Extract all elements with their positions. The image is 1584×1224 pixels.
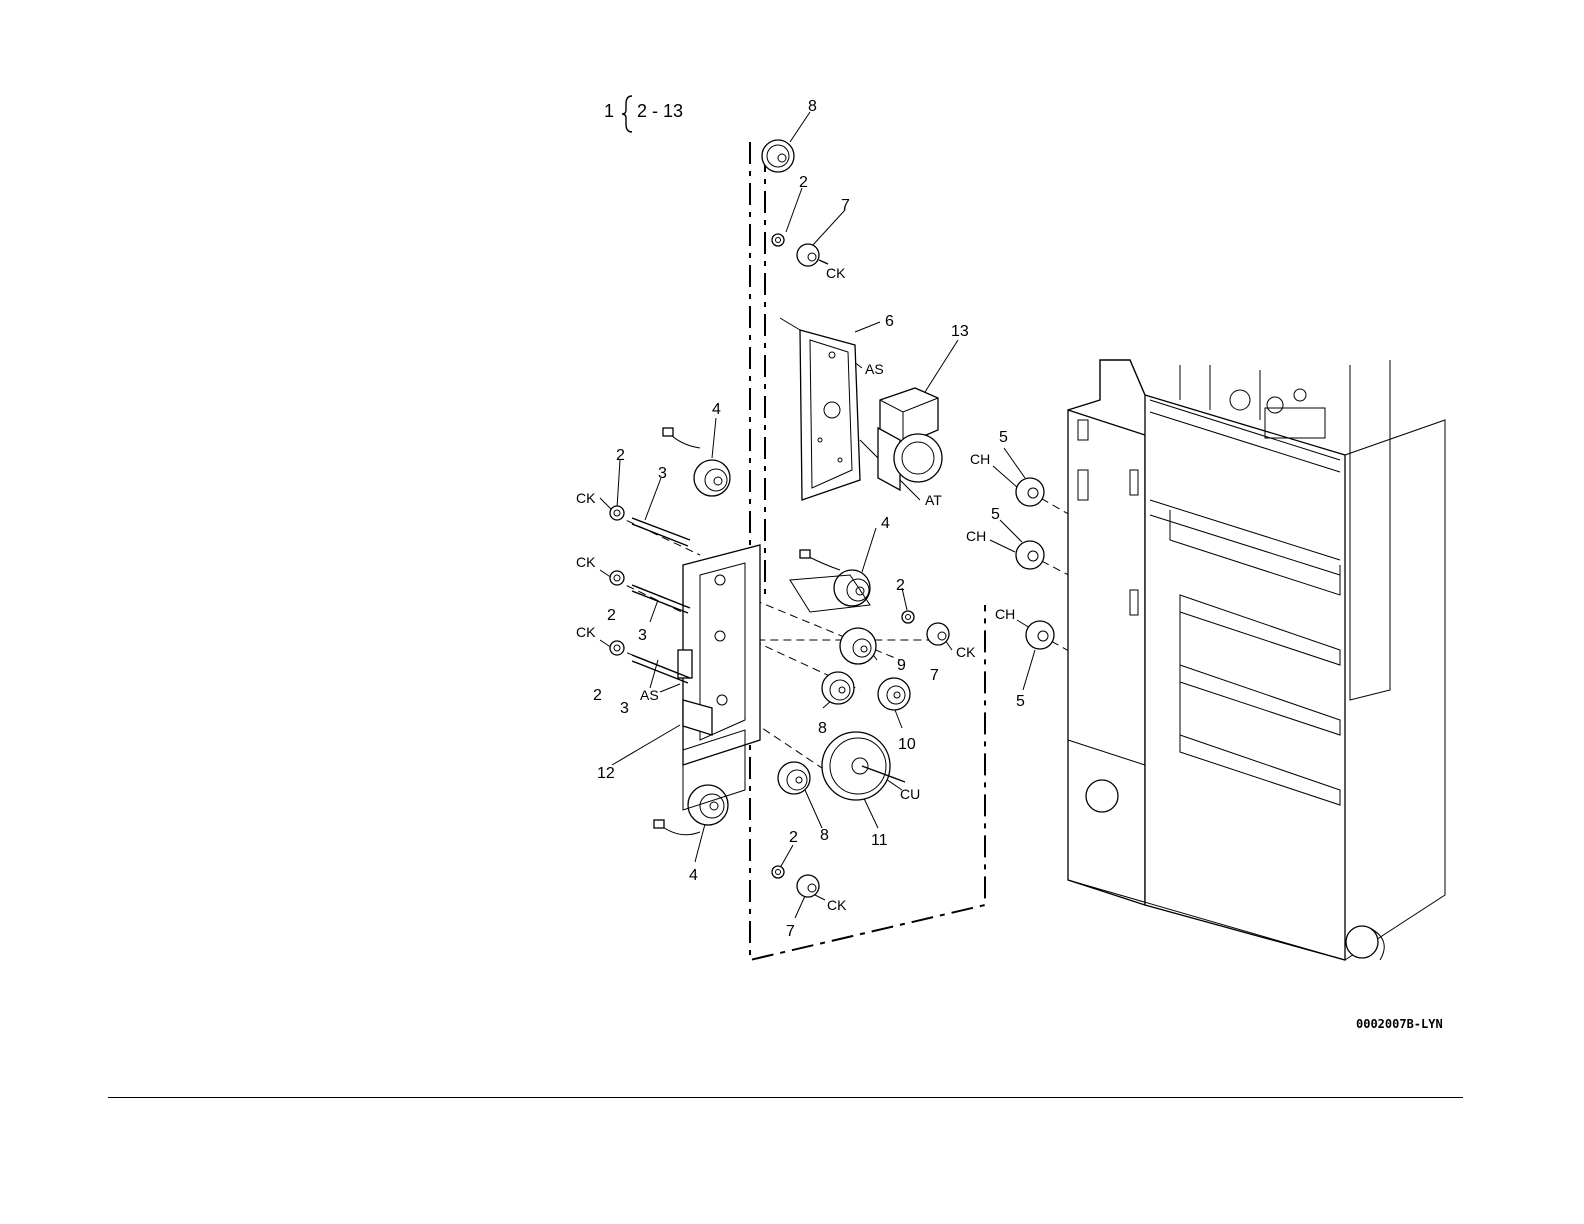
gear-7-mid xyxy=(927,623,949,645)
callout-2-top: 2 xyxy=(799,174,808,191)
callout-8-top: 8 xyxy=(808,98,817,115)
callout-12: 12 xyxy=(597,765,615,782)
callout-3-l2: 3 xyxy=(638,627,647,644)
callout-ck-mid: CK xyxy=(956,644,976,660)
clutch-4-mid xyxy=(790,550,870,612)
callout-2-mid: 2 xyxy=(896,577,905,594)
gear-7-bottom xyxy=(797,875,819,897)
callout-ck-l1: CK xyxy=(576,490,596,506)
gear-10 xyxy=(878,678,910,710)
group-range-label: 2 - 13 xyxy=(637,101,683,121)
main-motor-13 xyxy=(878,388,942,490)
leader-lines xyxy=(600,112,1035,918)
bearing-2-bottom xyxy=(772,866,784,878)
footer-rule xyxy=(108,1097,1463,1098)
callout-ch-b: CH xyxy=(966,528,986,544)
callout-labels: 8 2 7 CK 6 AS 13 AT 4 2 CK 3 CK 2 3 CK 2… xyxy=(576,98,1025,940)
callout-ck-top: CK xyxy=(826,265,846,281)
callout-8-mid: 8 xyxy=(818,720,827,737)
callout-7-bottom: 7 xyxy=(786,923,795,940)
clutch-4-bottom xyxy=(654,785,728,835)
callout-5-a: 5 xyxy=(999,429,1008,446)
gear-7-top xyxy=(797,244,828,266)
bearing-2-mid xyxy=(902,611,914,623)
callout-ck-bottom: CK xyxy=(827,897,847,913)
group-range: 1 2 - 13 xyxy=(604,96,683,132)
gear-5-a xyxy=(1016,478,1044,506)
callout-5-b: 5 xyxy=(991,506,1000,523)
callout-4-mid: 4 xyxy=(881,515,890,532)
callout-ck-l2: CK xyxy=(576,554,596,570)
bracket-6 xyxy=(780,318,860,500)
callout-8-low: 8 xyxy=(820,827,829,844)
machine-frame xyxy=(1068,360,1445,960)
figure-id: 0002007B-LYN xyxy=(1356,1017,1443,1031)
callout-cu: CU xyxy=(900,786,920,802)
callout-7-top: 7 xyxy=(841,197,850,214)
gear-8-top xyxy=(762,140,794,172)
callout-7-mid: 7 xyxy=(930,667,939,684)
callout-ch-c: CH xyxy=(995,606,1015,622)
callout-ch-a: CH xyxy=(970,451,990,467)
callout-3-l1: 3 xyxy=(658,465,667,482)
callout-13: 13 xyxy=(951,323,969,340)
left-frame-plate xyxy=(678,545,760,765)
gear-9 xyxy=(840,628,876,664)
bearing-2-top xyxy=(772,234,784,246)
gear-11 xyxy=(822,732,905,800)
callout-3-l3: 3 xyxy=(620,700,629,717)
group-boundary-line xyxy=(750,142,985,960)
callout-as-top: AS xyxy=(865,361,884,377)
callout-10: 10 xyxy=(898,736,916,753)
group-item-number: 1 xyxy=(604,101,614,121)
callout-as-left: AS xyxy=(640,687,659,703)
gear-5-b xyxy=(1016,541,1044,569)
callout-at: AT xyxy=(925,492,942,508)
gear-8-low xyxy=(778,762,810,794)
callout-2-bottom: 2 xyxy=(789,829,798,846)
callout-6: 6 xyxy=(885,313,894,330)
gear-5-c xyxy=(1026,621,1054,649)
callout-9: 9 xyxy=(897,657,906,674)
callout-2-l3: 2 xyxy=(593,687,602,704)
callout-ck-l3: CK xyxy=(576,624,596,640)
callout-2-l1: 2 xyxy=(616,447,625,464)
callout-2-l2: 2 xyxy=(607,607,616,624)
callout-11: 11 xyxy=(871,832,888,849)
callout-4-left: 4 xyxy=(712,401,721,418)
callout-5-c: 5 xyxy=(1016,693,1025,710)
gear-8-mid xyxy=(822,672,854,704)
callout-4-bottom: 4 xyxy=(689,867,698,884)
clutch-4-left xyxy=(663,428,730,496)
group-brace xyxy=(622,96,632,132)
